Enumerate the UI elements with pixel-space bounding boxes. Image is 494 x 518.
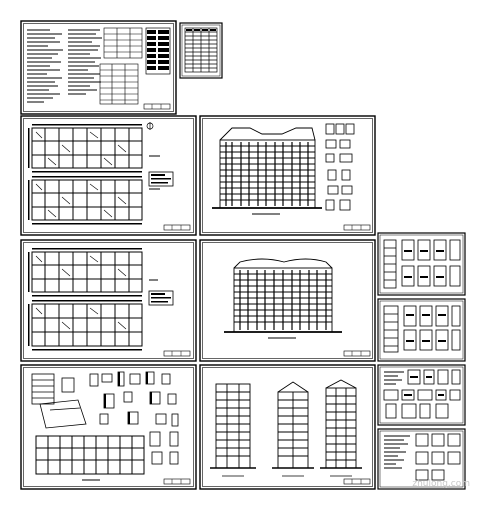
sheet-detail-3[interactable] <box>377 364 466 426</box>
sheet-detail-2[interactable] <box>377 298 466 362</box>
sheet-site-and-details[interactable] <box>20 364 197 490</box>
sheet-elevation-rear[interactable] <box>199 239 376 362</box>
sheet-elevation-front[interactable] <box>199 115 376 236</box>
sheet-floor-plan-2[interactable] <box>20 239 197 362</box>
sheet-detail-1[interactable] <box>377 232 466 296</box>
sheet-floor-plan-1[interactable] <box>20 115 197 236</box>
sheet-detail-4[interactable] <box>377 428 466 490</box>
sheet-design-notes[interactable] <box>20 20 177 115</box>
sheet-door-window-schedule[interactable] <box>179 22 223 79</box>
sheet-side-elevations[interactable] <box>199 364 376 490</box>
watermark-text: zhulong.com <box>412 479 470 489</box>
